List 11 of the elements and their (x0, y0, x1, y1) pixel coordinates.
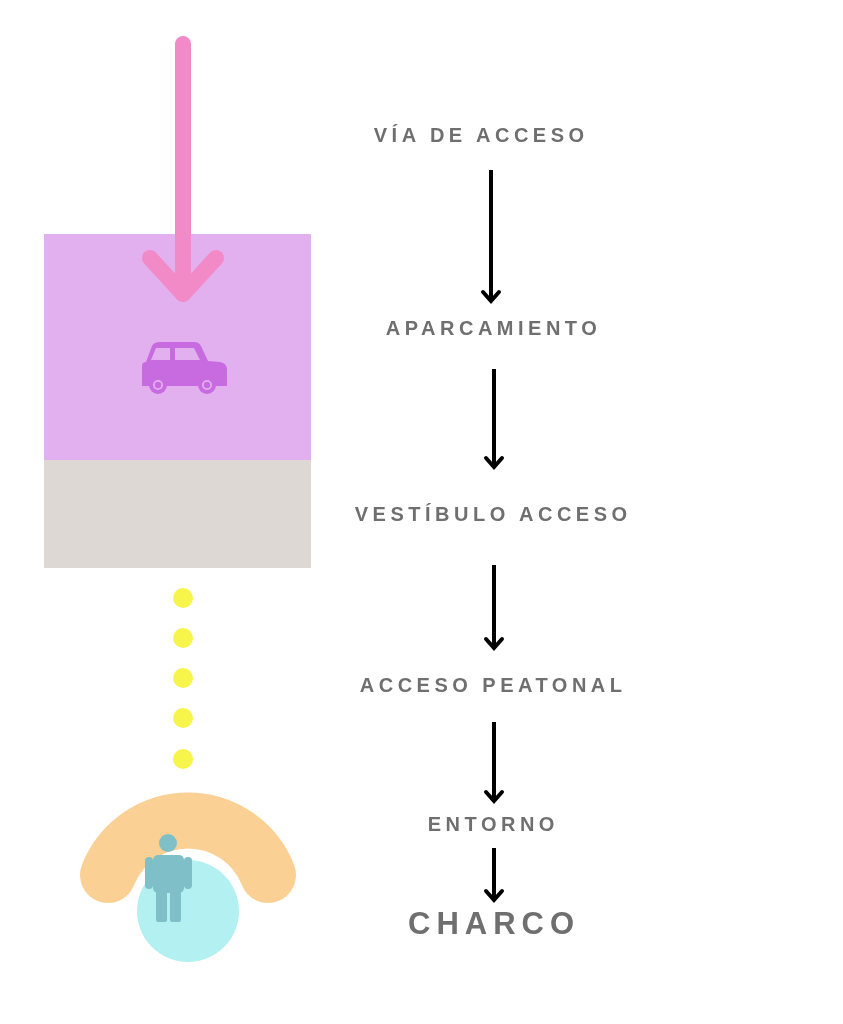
step-label: CHARCO (408, 907, 581, 942)
arrow (484, 848, 504, 902)
step-label: VESTÍBULO ACCESO (354, 503, 632, 525)
arrow (484, 565, 504, 650)
step-label: APARCAMIENTO (385, 317, 602, 339)
step-label: ACCESO PEATONAL (359, 674, 627, 696)
arrow (484, 722, 504, 803)
arrow (484, 369, 504, 469)
arrow (481, 170, 501, 303)
step-label: ENTORNO (427, 813, 559, 835)
step-label: VÍA DE ACCESO (373, 124, 589, 146)
